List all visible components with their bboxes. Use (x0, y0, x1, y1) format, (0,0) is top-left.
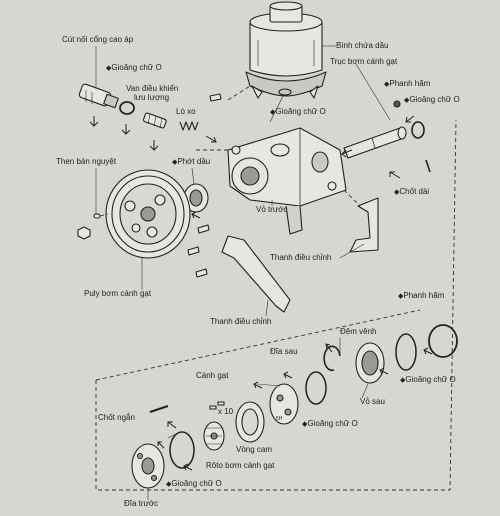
union-fitting (78, 83, 119, 109)
label-cut-noi: Cút nối cổng cao áp (62, 35, 134, 44)
label-phot-dau: Phớt dầu (172, 158, 210, 166)
tank-o-ring (278, 88, 292, 96)
leader-lines (95, 45, 391, 500)
snap-ring-2 (428, 324, 458, 358)
dashed-guides (95, 85, 457, 491)
label-chot-dai: Chốt dài (394, 188, 429, 196)
front-plate (131, 443, 165, 489)
bracket-right (349, 197, 379, 253)
label-vo-sau: Vỏ sau (360, 397, 385, 406)
front-o-ring (169, 431, 195, 469)
label-gioang-o-4: Gioăng chữ O (302, 420, 357, 428)
label-vo-truoc: Vỏ trước (256, 205, 288, 214)
label-thanh-dieu-chinh-2: Thanh điều chỉnh (210, 317, 272, 326)
label-thanh-dieu-chinh-1: Thanh điều chỉnh (270, 253, 332, 262)
pulley-nut (77, 226, 91, 240)
front-housing (227, 127, 347, 235)
label-x10: x 10 (218, 407, 234, 416)
adjust-bracket (221, 235, 291, 313)
rear-housing (355, 342, 385, 384)
shaft-o-ring (411, 121, 425, 139)
rear-o-ring-1 (395, 333, 417, 371)
label-binh-chua-dau: Bình chứa dầu (336, 41, 389, 50)
label-gioang-o-6: Gioăng chữ O (166, 480, 221, 488)
label-gioang-o-5: Gioăng chữ O (400, 376, 455, 384)
wave-washer (323, 345, 341, 372)
label-chot-ngan: Chốt ngắn (98, 413, 135, 422)
pulley (105, 169, 191, 259)
label-dia-truoc: Đĩa trước (124, 499, 159, 508)
woodruff-key (93, 213, 101, 219)
label-canh-gat: Cánh gạt (196, 371, 229, 380)
shaft (343, 126, 407, 159)
label-gioang-o-2: Gioăng chữ O (270, 108, 325, 116)
cam-ring (235, 401, 265, 443)
label-phanh-ham-2: Phanh hãm (398, 292, 444, 300)
svg-text:5H: 5H (276, 416, 283, 422)
label-gioang-o-3: Gioăng chữ O (404, 96, 459, 104)
spring (179, 121, 199, 131)
fitting-o-ring (119, 101, 135, 115)
long-pin (425, 159, 431, 173)
rotor (203, 421, 225, 451)
label-dia-sau: Đĩa sau (270, 347, 298, 356)
label-van-dieu-khien-2: lưu lượng (134, 93, 170, 102)
rear-o-ring-2 (305, 371, 327, 405)
short-pin (149, 405, 169, 413)
reservoir-tank (245, 1, 327, 99)
label-dem-venh: Đệm vênh (340, 327, 377, 336)
label-van-dieu-khien-1: Van điều khiển (126, 84, 179, 93)
vanes (209, 401, 225, 410)
label-lo-xo: Lò xo (176, 107, 196, 116)
bolts (187, 93, 222, 278)
rear-plate: 5H (269, 383, 299, 425)
flow-control-valve (142, 112, 167, 129)
label-then-ban-nguyet: Then bán nguyệt (56, 157, 117, 166)
label-puly: Puly bơm cánh gạt (84, 289, 152, 298)
direction-arrows (89, 115, 433, 471)
snap-ring-1 (393, 100, 401, 108)
label-truc-bom: Trục bơm cánh gạt (330, 57, 398, 66)
label-vong-cam: Vòng cam (236, 445, 273, 454)
label-roto: Rôto bơm cánh gạt (206, 461, 275, 470)
label-gioang-o-1: Gioăng chữ O (106, 64, 161, 72)
label-phanh-ham-1: Phanh hãm (384, 80, 430, 88)
